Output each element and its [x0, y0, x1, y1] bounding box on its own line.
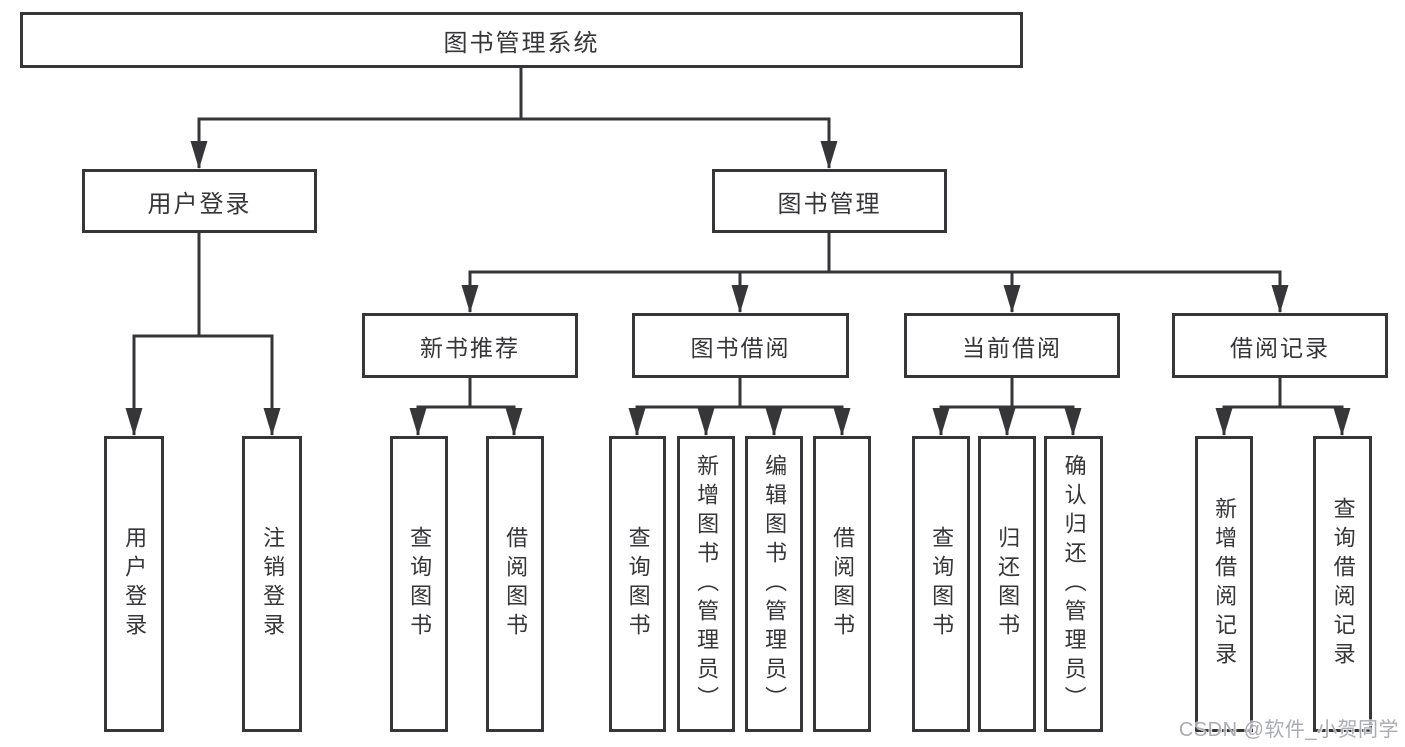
node-logout-leaf-label: 注销登录	[260, 526, 286, 642]
node-current-return-books-label: 归还图书	[995, 526, 1021, 642]
node-new-book-recommend-label: 新书推荐	[420, 334, 520, 361]
node-borrow-records: 借阅记录	[1172, 313, 1388, 378]
node-root: 图书管理系统	[20, 12, 1023, 68]
node-current-confirm-return-admin: 确认归还（管理员）	[1044, 436, 1103, 732]
node-login-leaf-label: 用户登录	[122, 526, 148, 642]
node-current-return-books: 归还图书	[978, 436, 1036, 732]
node-current-borrow: 当前借阅	[904, 313, 1120, 378]
node-records-add-record: 新增借阅记录	[1195, 436, 1253, 732]
node-current-confirm-return-admin-label: 确认归还（管理员）	[1061, 453, 1087, 715]
node-borrow-records-label: 借阅记录	[1230, 334, 1330, 361]
node-logout-leaf: 注销登录	[242, 436, 302, 732]
node-user-login-label: 用户登录	[147, 190, 252, 218]
connector-current-borrow-to-leaves	[932, 378, 1082, 436]
node-recommend-query-books-label: 查询图书	[407, 526, 433, 642]
csdn-watermark: CSDN @软件_小贺同学	[1178, 719, 1399, 741]
connector-new-book-recommend-to-leaves	[409, 378, 523, 436]
node-book-borrow-label: 图书借阅	[690, 334, 791, 361]
node-new-book-recommend: 新书推荐	[362, 313, 578, 378]
node-borrow-query-books-label: 查询图书	[625, 526, 651, 642]
connector-user-login-to-leaves	[125, 233, 281, 436]
node-borrow-add-books-admin: 新增图书（管理员）	[677, 436, 735, 732]
node-borrow-borrow-books: 借阅图书	[813, 436, 871, 732]
connector-book-management-to-level3	[461, 233, 1289, 313]
node-borrow-query-books: 查询图书	[609, 436, 666, 732]
connector-borrow-records-to-leaves	[1215, 378, 1351, 436]
node-current-query-books: 查询图书	[912, 436, 970, 732]
node-borrow-edit-books-admin-label: 编辑图书（管理员）	[762, 453, 788, 715]
node-recommend-borrow-books-label: 借阅图书	[503, 526, 529, 642]
node-book-management-label: 图书管理	[777, 190, 882, 218]
connector-book-borrow-to-leaves	[628, 378, 851, 436]
node-records-query-record-label: 查询借阅记录	[1330, 497, 1356, 671]
node-borrow-borrow-books-label: 借阅图书	[830, 526, 856, 642]
connector-root-to-level2	[190, 68, 838, 169]
node-records-query-record: 查询借阅记录	[1313, 436, 1372, 732]
node-root-label: 图书管理系统	[443, 29, 600, 57]
node-book-management: 图书管理	[712, 169, 947, 233]
node-current-query-books-label: 查询图书	[929, 526, 955, 642]
node-current-borrow-label: 当前借阅	[962, 334, 1062, 361]
node-records-add-record-label: 新增借阅记录	[1212, 497, 1238, 671]
node-borrow-add-books-admin-label: 新增图书（管理员）	[694, 453, 720, 715]
node-recommend-query-books: 查询图书	[390, 436, 448, 732]
node-user-login: 用户登录	[82, 169, 317, 233]
node-borrow-edit-books-admin: 编辑图书（管理员）	[745, 436, 803, 732]
node-recommend-borrow-books: 借阅图书	[486, 436, 544, 732]
node-book-borrow: 图书借阅	[632, 313, 849, 378]
node-login-leaf: 用户登录	[104, 436, 164, 732]
